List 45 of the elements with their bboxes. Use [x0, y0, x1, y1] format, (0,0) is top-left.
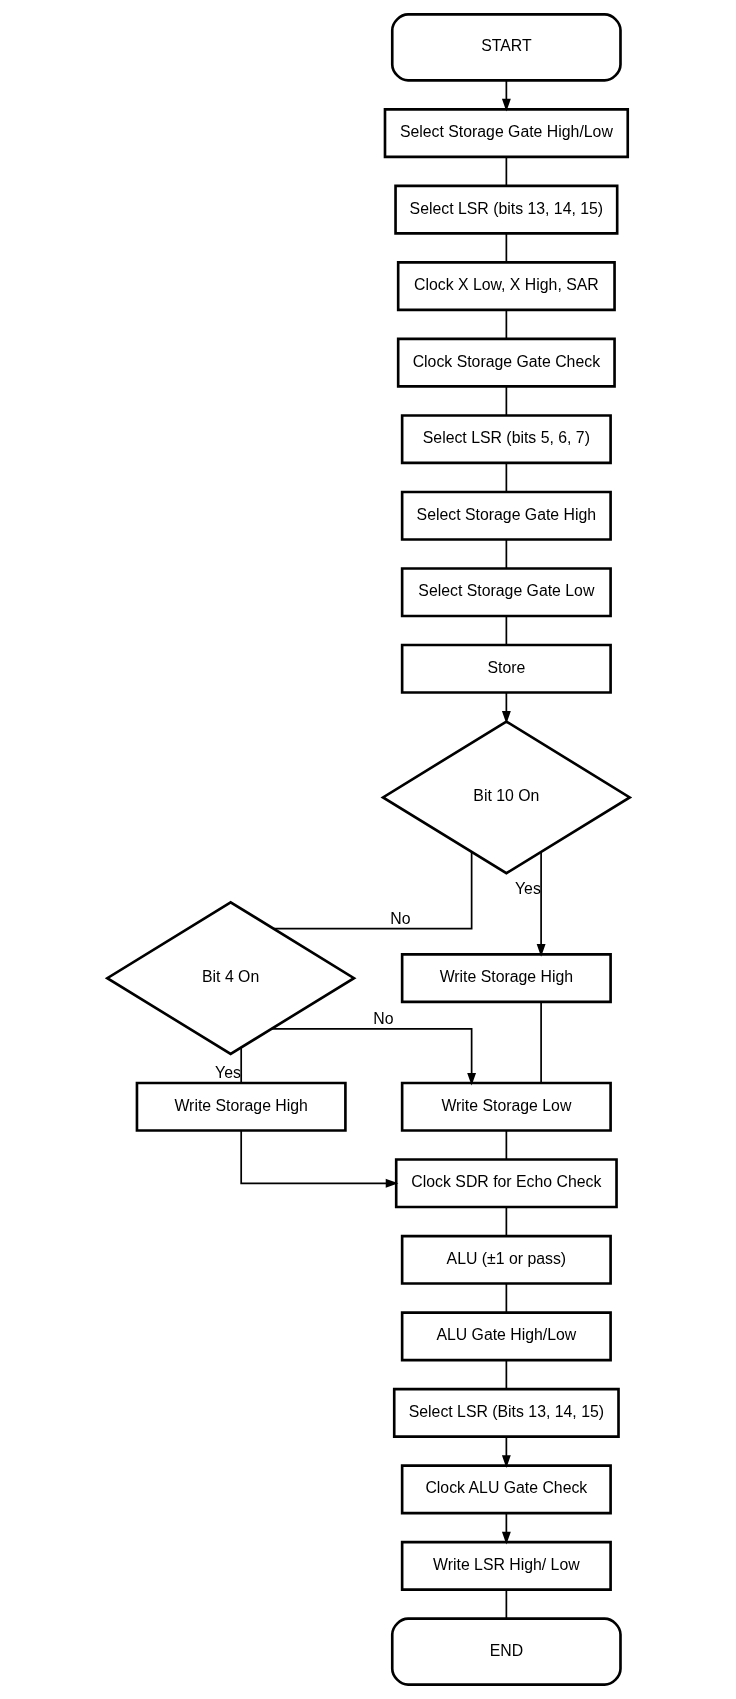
edge-label: No	[389, 910, 411, 928]
node-box: Write Storage Low	[400, 1081, 612, 1132]
node-box: ALU Gate High/Low	[400, 1311, 612, 1362]
connector	[505, 1129, 507, 1161]
node-box: Write LSR High/ Low	[400, 1540, 612, 1591]
connector	[505, 309, 507, 340]
node-box: Select Storage Gate Low	[400, 567, 612, 618]
connector	[505, 232, 507, 263]
node-diamond: Bit 10 On	[380, 720, 632, 875]
connector	[505, 462, 507, 493]
node-box: Select Storage Gate High	[400, 490, 612, 541]
node-box: Clock SDR for Echo Check	[394, 1158, 618, 1209]
arrow	[239, 1129, 398, 1188]
arrow	[501, 1512, 511, 1545]
node-box: Clock ALU Gate Check	[400, 1464, 612, 1515]
node-box: Select LSR (bits 5, 6, 7)	[400, 414, 612, 465]
connector	[505, 615, 507, 646]
node-box: START	[390, 13, 622, 82]
arrow	[270, 1028, 476, 1086]
node-box: Select LSR (Bits 13, 14, 15)	[392, 1387, 620, 1438]
connector	[505, 1588, 507, 1620]
connector	[505, 1359, 507, 1390]
node-box: Select LSR (bits 13, 14, 15)	[393, 184, 618, 235]
connector	[505, 1206, 507, 1237]
node-box: Store	[400, 643, 612, 694]
connector	[505, 156, 507, 187]
arrow	[501, 692, 511, 724]
node-box: END	[390, 1617, 622, 1686]
edge-label: No	[372, 1010, 394, 1028]
arrow	[501, 79, 511, 112]
connector	[505, 385, 507, 417]
connector	[239, 1046, 242, 1084]
node-box: Select Storage Gate High/Low	[383, 108, 629, 159]
node-box: Write Storage High	[400, 953, 612, 1004]
connector	[539, 1001, 542, 1084]
connector	[505, 538, 507, 570]
connector	[505, 1282, 507, 1314]
node-box: Clock X Low, X High, SAR	[396, 261, 616, 312]
connector	[272, 851, 472, 930]
node-diamond: Bit 4 On	[104, 900, 356, 1056]
arrow	[536, 851, 546, 957]
arrow	[501, 1435, 511, 1468]
node-box: Clock Storage Gate Check	[396, 337, 616, 388]
node-box: ALU (±1 or pass)	[400, 1234, 612, 1285]
node-box: Write Storage High	[135, 1081, 347, 1132]
